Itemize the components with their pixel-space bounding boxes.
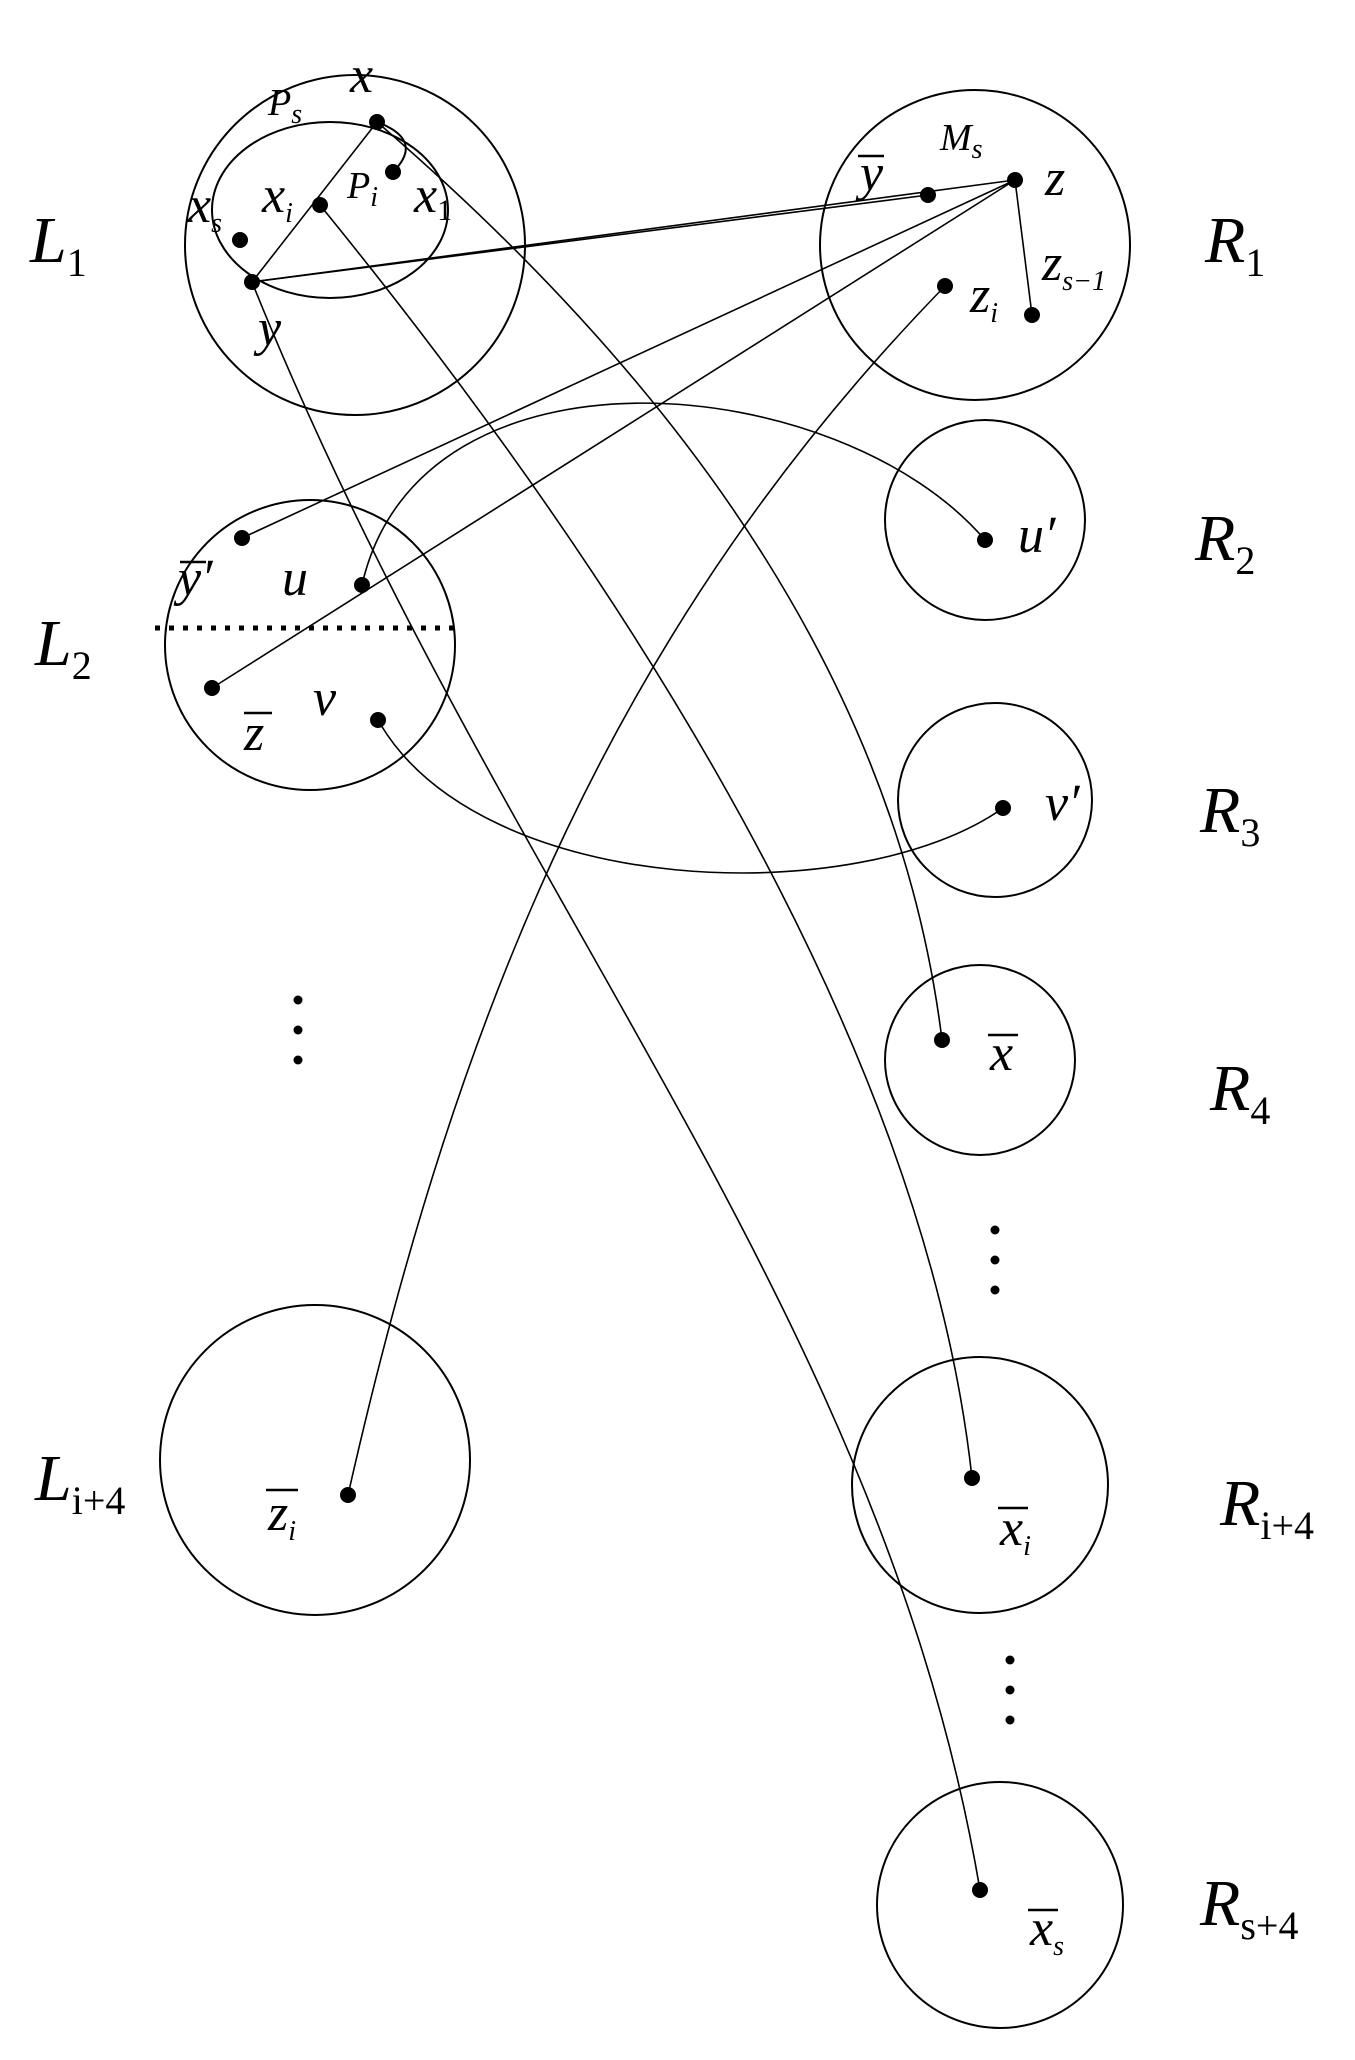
set-L2-circle [164, 499, 456, 791]
vertex-x1 [385, 164, 401, 180]
edge-y-z [251, 179, 1016, 283]
label-R4: R4 [1209, 1052, 1270, 1133]
vertex-vprime [995, 800, 1011, 816]
ellipsis-right-upper [990, 1225, 1000, 1295]
vertex-xs [232, 232, 248, 248]
label-R3: R3 [1199, 774, 1260, 855]
vertex-xi [312, 197, 328, 213]
vertex-ybarprime [234, 530, 250, 546]
vlabel-xi: xi [261, 167, 293, 229]
edge-zi-zbar-i [347, 285, 946, 1496]
cycle-Ps [211, 121, 449, 299]
vertex-x [369, 114, 385, 130]
vertex-zbar [204, 680, 220, 696]
vlabel-ybarprime: y′ [173, 550, 214, 607]
label-R2: R2 [1194, 502, 1255, 583]
vlabel-zbar-i: zi [267, 1485, 296, 1547]
vlabel-x: x [349, 47, 373, 104]
vlabel-zi: zi [969, 267, 998, 329]
vertex-zi [937, 278, 953, 294]
set-R4-circle [884, 964, 1076, 1156]
vertex-u [354, 577, 370, 593]
vlabel-ybar: y [855, 145, 884, 202]
vertex-y [244, 274, 260, 290]
vlabel-x1: x1 [413, 167, 452, 227]
vlabel-u: u [282, 550, 308, 607]
label-Li4: Li+4 [34, 1442, 125, 1523]
vlabel-xbar: x [989, 1025, 1013, 1082]
vertex-zs1 [1024, 307, 1040, 323]
label-R1: R1 [1204, 204, 1265, 285]
vertex-ybar [920, 187, 936, 203]
label-L1: L1 [29, 204, 87, 285]
vlabel-zs1: zs−1 [1041, 235, 1106, 297]
vlabel-vprime: v′ [1045, 775, 1081, 832]
edge-zbar-z [211, 179, 1016, 689]
edge-v-vprime [377, 719, 1004, 874]
set-R3-circle [897, 702, 1093, 898]
ellipsis-left [293, 995, 303, 1065]
vertex-xbar-s [972, 1882, 988, 1898]
set-Ri4-circle [851, 1356, 1109, 1614]
cycle-Pi [376, 121, 407, 173]
vlabel-Ms: Ms [939, 117, 983, 165]
edge-u-uprime [361, 402, 986, 586]
vlabel-zbar: z [243, 705, 264, 762]
vlabel-Pi: Pi [346, 165, 378, 213]
vlabel-v: v [313, 670, 337, 727]
vlabel-y: y [253, 300, 282, 357]
set-Rs4-circle [876, 1781, 1124, 2029]
vertex-uprime [977, 532, 993, 548]
vertex-z [1007, 172, 1023, 188]
vertex-xbar [934, 1032, 950, 1048]
vertex-xbar-i [964, 1470, 980, 1486]
vlabel-xs: xs [187, 177, 222, 239]
edge-ybarprime-z [241, 179, 1016, 539]
set-Li4-circle [159, 1304, 471, 1616]
label-Ri4: Ri+4 [1219, 1467, 1314, 1548]
set-R2-circle [884, 419, 1086, 621]
ellipsis-right-lower [1005, 1655, 1015, 1725]
edge-y-xbar-s [251, 281, 981, 1891]
vlabel-uprime: u′ [1018, 507, 1057, 564]
edge-z-zs1 [1014, 179, 1033, 316]
vlabel-xbar-i: xi [999, 1500, 1031, 1562]
edge-xi-xbar-i [319, 204, 973, 1479]
set-R1-circle [819, 89, 1131, 401]
vertex-v [370, 712, 386, 728]
vlabel-z: z [1044, 150, 1065, 207]
label-Rs4: Rs+4 [1199, 1867, 1298, 1948]
edge-x-xbar [376, 121, 943, 1041]
vertex-zbar-i [340, 1487, 356, 1503]
vlabel-Ps: Ps [267, 82, 302, 130]
label-L2: L2 [34, 607, 92, 688]
